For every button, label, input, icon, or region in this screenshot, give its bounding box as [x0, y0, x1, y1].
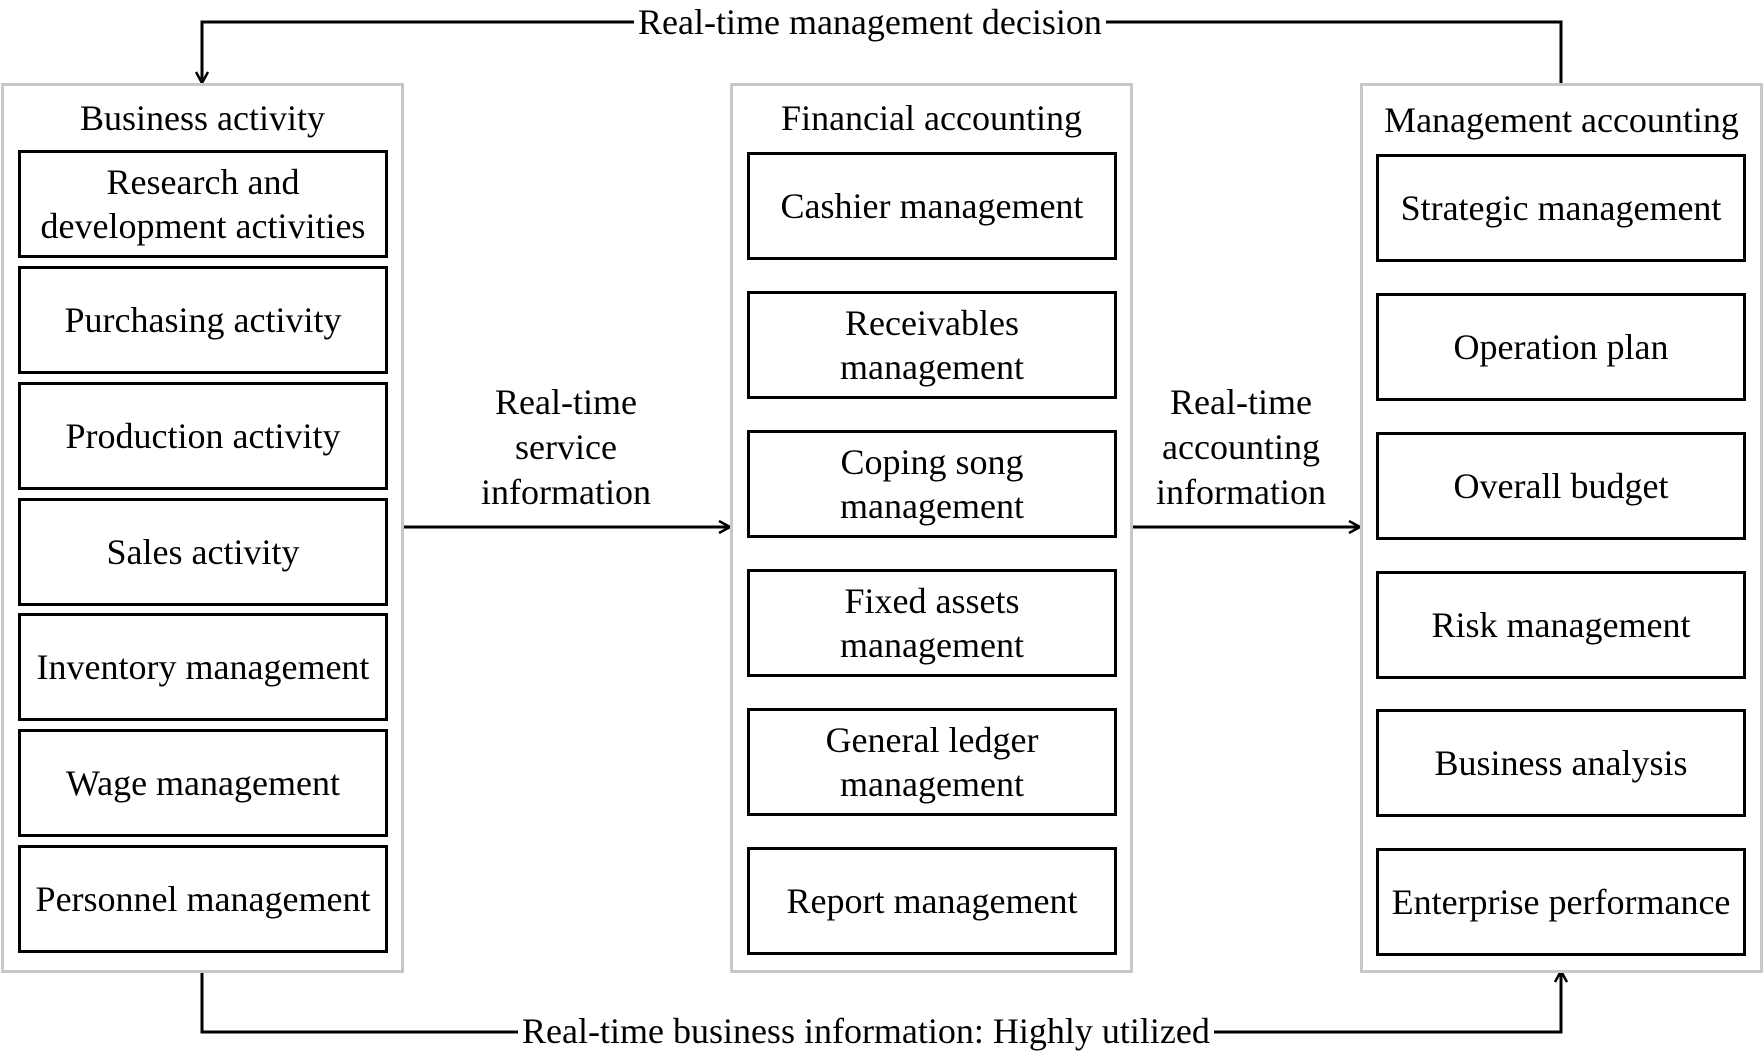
- financial-item-report: Report management: [747, 847, 1117, 955]
- flow-1-label: Real-time service information: [481, 382, 651, 512]
- business-item-purchasing: Purchasing activity: [18, 266, 388, 374]
- management-item-risk: Risk management: [1376, 571, 1746, 679]
- management-item-overall-budget: Overall budget: [1376, 432, 1746, 540]
- business-item-inventory: Inventory management: [18, 613, 388, 721]
- business-item-production: Production activity: [18, 382, 388, 490]
- flow-2-label: Real-time accounting information: [1156, 382, 1326, 512]
- management-accounting-title: Management accounting: [1384, 100, 1739, 140]
- business-item-sales: Sales activity: [18, 498, 388, 606]
- financial-item-receivables: Receivables management: [747, 291, 1117, 399]
- management-item-enterprise-performance: Enterprise performance: [1376, 848, 1746, 956]
- financial-item-cashier: Cashier management: [747, 152, 1117, 260]
- feedback-bottom-label: Real-time business information: Highly u…: [518, 1009, 1214, 1054]
- financial-item-coping-song: Coping song management: [747, 430, 1117, 538]
- business-item-research-development: Research and development activities: [18, 150, 388, 258]
- management-item-strategic: Strategic management: [1376, 154, 1746, 262]
- business-item-personnel: Personnel management: [18, 845, 388, 953]
- financial-item-fixed-assets: Fixed assets management: [747, 569, 1117, 677]
- feedback-top-label: Real-time management decision: [634, 0, 1106, 45]
- business-item-wage: Wage management: [18, 729, 388, 837]
- management-item-business-analysis: Business analysis: [1376, 709, 1746, 817]
- financial-item-general-ledger: General ledger management: [747, 708, 1117, 816]
- management-item-operation-plan: Operation plan: [1376, 293, 1746, 401]
- business-activity-title: Business activity: [80, 98, 325, 138]
- financial-accounting-title: Financial accounting: [781, 98, 1082, 138]
